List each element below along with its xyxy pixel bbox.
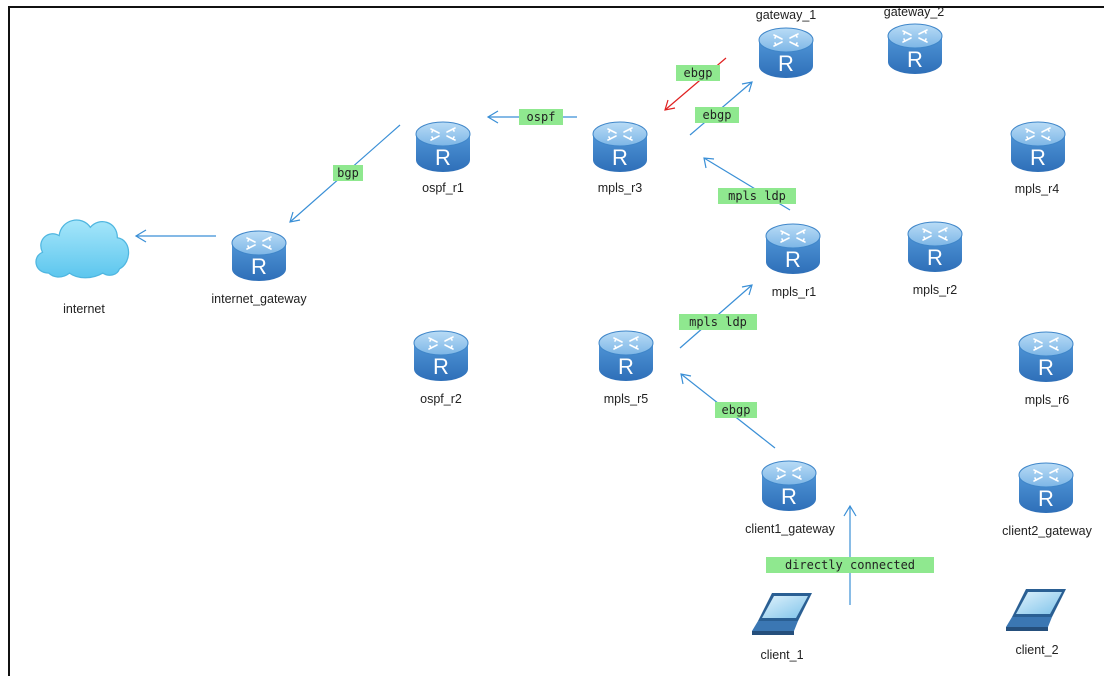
svg-text:mpls_r2: mpls_r2 <box>913 283 958 297</box>
svg-text:ospf_r2: ospf_r2 <box>420 392 462 406</box>
svg-text:mpls_r6: mpls_r6 <box>1025 393 1070 407</box>
router-icon <box>887 23 943 75</box>
svg-text:bgp: bgp <box>337 166 359 180</box>
edge-label-ebgp-client: ebgp <box>715 402 757 418</box>
edge-label-ebgp-red: ebgp <box>676 65 720 81</box>
laptop-icon <box>1006 589 1066 631</box>
svg-text:mpls_r4: mpls_r4 <box>1015 182 1060 196</box>
edge-label-bgp: bgp <box>333 165 363 181</box>
router-icon <box>598 330 654 382</box>
edge-label-ospf: ospf <box>519 109 563 125</box>
svg-text:ospf_r1: ospf_r1 <box>422 181 464 195</box>
node-mpls-r1[interactable]: mpls_r1 <box>765 223 821 299</box>
svg-text:client2_gateway: client2_gateway <box>1002 524 1092 538</box>
node-mpls-r5[interactable]: mpls_r5 <box>598 330 654 406</box>
router-icon <box>907 221 963 273</box>
router-icon <box>231 230 287 282</box>
node-client2-gateway[interactable]: client2_gateway <box>1002 462 1093 538</box>
svg-text:mpls ldp: mpls ldp <box>689 315 747 329</box>
svg-text:gateway_2: gateway_2 <box>884 5 945 19</box>
svg-text:ebgp: ebgp <box>684 66 713 80</box>
svg-text:mpls_r3: mpls_r3 <box>598 181 643 195</box>
svg-text:internet_gateway: internet_gateway <box>211 292 307 306</box>
node-ospf-r1[interactable]: ospf_r1 <box>415 121 471 195</box>
svg-text:ospf: ospf <box>527 110 556 124</box>
node-internet[interactable]: internet <box>35 219 130 316</box>
node-internet-gateway[interactable]: internet_gateway <box>211 230 307 306</box>
node-mpls-r3[interactable]: mpls_r3 <box>592 121 648 195</box>
svg-text:ebgp: ebgp <box>703 108 732 122</box>
svg-text:mpls_r5: mpls_r5 <box>604 392 649 406</box>
router-icon <box>758 27 814 79</box>
svg-text:client1_gateway: client1_gateway <box>745 522 835 536</box>
node-client-1[interactable]: client_1 <box>752 593 812 662</box>
cloud-icon <box>35 219 130 279</box>
node-mpls-r4[interactable]: mpls_r4 <box>1010 121 1066 196</box>
edge-label-direct: directly connected <box>766 557 934 573</box>
node-client-2[interactable]: client_2 <box>1006 589 1066 657</box>
svg-text:gateway_1: gateway_1 <box>756 8 817 22</box>
node-mpls-r6[interactable]: mpls_r6 <box>1018 331 1074 407</box>
edge-direct <box>843 504 857 605</box>
router-icon <box>415 121 471 173</box>
node-ospf-r2[interactable]: ospf_r2 <box>413 330 469 406</box>
svg-text:client_2: client_2 <box>1015 643 1058 657</box>
svg-text:mpls ldp: mpls ldp <box>728 189 786 203</box>
router-icon <box>1010 121 1066 173</box>
svg-text:directly connected: directly connected <box>785 558 915 572</box>
edge-label-mpls-ldp-top: mpls ldp <box>718 188 796 204</box>
edge-label-ebgp-blue: ebgp <box>695 107 739 123</box>
edge-internet-link <box>134 229 216 243</box>
router-icon <box>413 330 469 382</box>
canvas-frame <box>8 6 1104 676</box>
svg-text:internet: internet <box>63 302 105 316</box>
router-icon <box>592 121 648 173</box>
svg-text:client_1: client_1 <box>760 648 803 662</box>
node-gateway-2[interactable]: gateway_2 <box>884 5 945 75</box>
router-icon <box>1018 331 1074 383</box>
edge-label-mpls-ldp-mid: mpls ldp <box>679 314 757 330</box>
router-icon <box>761 460 817 512</box>
svg-text:ebgp: ebgp <box>722 403 751 417</box>
router-icon <box>765 223 821 275</box>
node-mpls-r2[interactable]: mpls_r2 <box>907 221 963 297</box>
router-icon <box>1018 462 1074 514</box>
node-client1-gateway[interactable]: client1_gateway <box>745 460 836 536</box>
svg-text:mpls_r1: mpls_r1 <box>772 285 817 299</box>
node-gateway-1[interactable]: gateway_1 <box>756 8 817 79</box>
laptop-icon <box>752 593 812 635</box>
